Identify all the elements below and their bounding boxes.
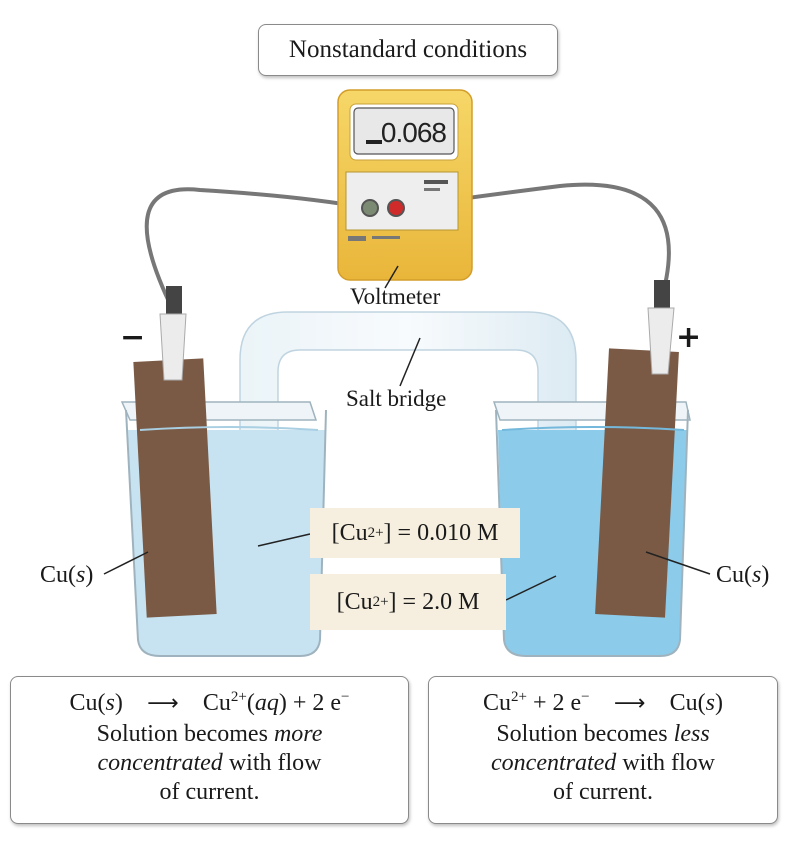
salt-bridge-label: Salt bridge (346, 386, 447, 411)
cathode-reactant: Cu2+ + 2 e− (483, 689, 590, 717)
anode-reaction: Cu(s) ⟶ Cu2+(aq) + 2 e− (11, 689, 408, 718)
title-box: Nonstandard conditions (258, 24, 558, 76)
cathode-sign: + (676, 320, 702, 355)
title: Nonstandard conditions (288, 36, 528, 63)
reaction-arrow-icon: ⟶ (613, 691, 646, 716)
cathode-reaction: Cu2+ + 2 e− ⟶ Cu(s) (429, 689, 777, 718)
reaction-arrow-icon: ⟶ (147, 691, 179, 716)
cathode-product: Cu(s) (669, 690, 723, 716)
right-clip (647, 280, 675, 375)
anode-sign: − (120, 320, 146, 355)
display-minus-segment (366, 140, 382, 144)
left-electrode (133, 358, 217, 618)
anode-reactant: Cu(s) (69, 690, 123, 716)
right-beaker (492, 348, 691, 657)
cathode-reaction-box: Cu2+ + 2 e− ⟶ Cu(s) Solution becomes les… (428, 676, 778, 824)
anode-product: Cu2+(aq) + 2 e− (202, 689, 350, 717)
left-clip (159, 286, 187, 381)
cathode-electrode-label: Cu(s) (716, 562, 770, 588)
left-wire (144, 187, 369, 309)
voltmeter-display: 0.068 (380, 117, 447, 148)
anode-reaction-box: Cu(s) ⟶ Cu2+(aq) + 2 e− Solution becomes… (10, 676, 409, 824)
left-beaker (120, 358, 327, 657)
right-electrode (595, 348, 679, 618)
voltmeter-label: Voltmeter (350, 284, 441, 309)
anode-electrode-label: Cu(s) (40, 562, 94, 588)
